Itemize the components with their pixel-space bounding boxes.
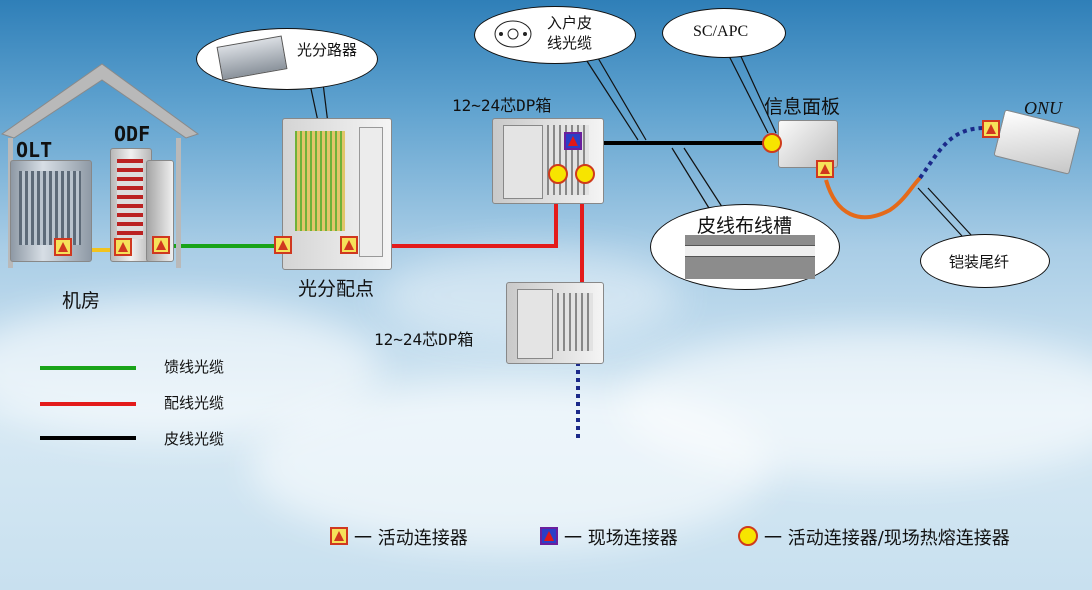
pigtail-label: 铠装尾纤: [949, 253, 1010, 271]
dp-box-top: [492, 118, 604, 204]
legend-distribution-line: [40, 402, 136, 406]
trunking-bubble: 皮线布线槽: [650, 204, 840, 290]
legend-feeder-label: 馈线光缆: [164, 358, 225, 376]
splitter-bubble-label: 光分路器: [297, 41, 358, 59]
dp-box-bottom: [506, 282, 604, 364]
info-panel-label: 信息面板: [764, 96, 841, 118]
key-hybrid-icon: [738, 526, 758, 546]
odf-label: ODF: [114, 122, 151, 146]
hybrid-connector-dp-b: [575, 164, 595, 184]
hybrid-connector-panel: [762, 133, 782, 153]
sc-apc-label: SC/APC: [693, 23, 749, 40]
drop-cable-bubble: 入户皮 线光缆: [474, 6, 636, 64]
drop-cable-cross-section-icon: [494, 20, 532, 48]
legend-feeder-line: [40, 366, 136, 370]
key-active-label: 一 活动连接器: [354, 528, 468, 549]
trunking-label: 皮线布线槽: [697, 215, 793, 237]
trunking-image: [685, 235, 815, 279]
dp-box-top-label: 12~24芯DP箱: [452, 96, 552, 115]
legend-distribution-label: 配线光缆: [164, 394, 225, 412]
olt-label: OLT: [16, 138, 53, 162]
dp-box-bottom-label: 12~24芯DP箱: [374, 330, 474, 349]
sc-apc-bubble: SC/APC: [662, 8, 786, 58]
splitter-bubble: 光分路器: [196, 28, 378, 90]
active-connector-onu: [982, 120, 1000, 138]
splitter-cabinet: [282, 118, 392, 270]
onu-label: ONU: [1024, 98, 1063, 118]
key-hybrid-label: 一 活动连接器/现场热熔连接器: [764, 528, 1010, 549]
drop-cable-bubble-label: 入户皮 线光缆: [547, 14, 593, 52]
active-connector-olt: [54, 238, 72, 256]
splitter-point-label: 光分配点: [298, 278, 375, 300]
olt-rack: [10, 160, 92, 262]
splitter-image: [216, 35, 288, 81]
active-connector-odf-b: [152, 236, 170, 254]
active-connector-splitter-in: [274, 236, 292, 254]
armored-pigtail: [824, 176, 922, 220]
machine-room-label: 机房: [62, 290, 101, 312]
pigtail-bubble: 铠装尾纤: [920, 234, 1050, 288]
pigtail-dotted: [918, 126, 986, 180]
field-connector-dp: [564, 132, 582, 150]
active-connector-odf-a: [114, 238, 132, 256]
active-connector-panel: [816, 160, 834, 178]
key-field-icon: [540, 527, 558, 545]
key-field-label: 一 现场连接器: [564, 528, 678, 549]
legend-drop-label: 皮线光缆: [164, 430, 225, 448]
hybrid-connector-dp-a: [548, 164, 568, 184]
legend-drop-line: [40, 436, 136, 440]
active-connector-splitter-out: [340, 236, 358, 254]
key-active-icon: [330, 527, 348, 545]
